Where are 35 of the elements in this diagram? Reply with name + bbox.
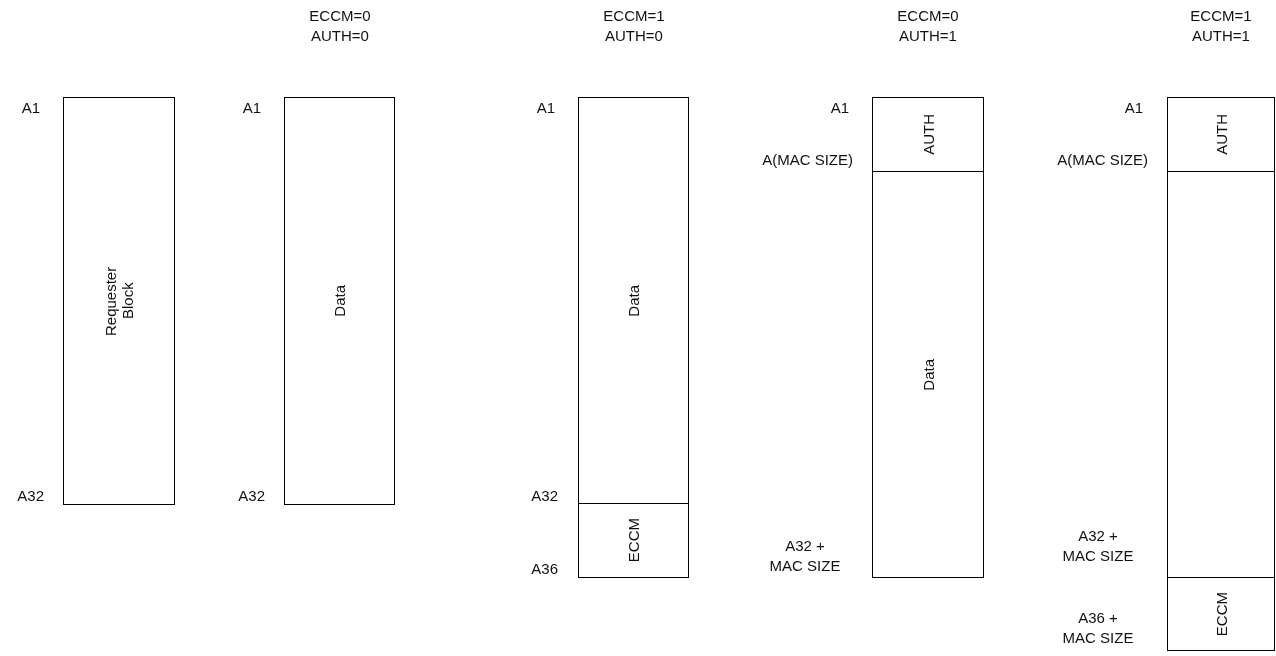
address-label: A36 + MAC SIZE — [1061, 608, 1135, 648]
address-label: A1 — [21, 98, 40, 118]
column-header: ECCM=1 AUTH=0 — [602, 6, 666, 46]
block-label: Data — [919, 358, 937, 391]
column-header: ECCM=0 AUTH=1 — [896, 6, 960, 46]
address-label: A36 — [531, 559, 558, 579]
memory-block — [284, 97, 395, 505]
block-label: Data — [331, 285, 348, 317]
address-label: A32 + MAC SIZE — [768, 536, 842, 576]
block-label: ECCM — [1212, 591, 1230, 637]
address-label: A32 + MAC SIZE — [1061, 526, 1135, 566]
block-label: Data — [625, 284, 642, 317]
address-label: A32 — [531, 486, 558, 506]
memory-block — [578, 97, 689, 504]
memory-block — [1167, 97, 1275, 172]
memory-block — [872, 97, 984, 172]
block-label: Requester Block — [102, 265, 136, 338]
memory-block — [1167, 577, 1275, 651]
address-label: A1 — [536, 98, 555, 118]
address-label: A1 — [1124, 98, 1143, 118]
memory-block — [63, 97, 175, 505]
block-label: AUTH — [919, 114, 937, 155]
column-header: ECCM=0 AUTH=0 — [308, 6, 372, 46]
block-label: AUTH — [1212, 114, 1230, 155]
memory-block — [872, 171, 984, 578]
memory-block — [1167, 171, 1275, 578]
address-label: A1 — [242, 98, 261, 118]
address-label: A(MAC SIZE) — [762, 150, 853, 170]
block-label: ECCM — [625, 518, 642, 563]
address-label: A(MAC SIZE) — [1057, 150, 1148, 170]
address-label: A32 — [17, 486, 44, 506]
address-label: A1 — [830, 98, 849, 118]
address-label: A32 — [238, 486, 265, 506]
column-header: ECCM=1 AUTH=1 — [1189, 6, 1253, 46]
memory-block — [578, 503, 689, 578]
